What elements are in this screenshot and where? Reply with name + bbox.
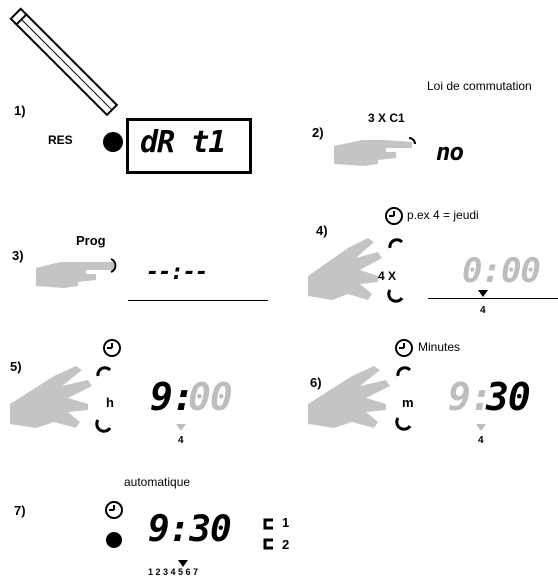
step-4-number: 4)	[316, 223, 328, 238]
step-5-number: 5)	[10, 359, 22, 374]
clock-icon	[105, 501, 123, 519]
hand-icon	[36, 262, 114, 288]
step-1-display	[126, 118, 252, 174]
step-4-button-label: 4 X	[378, 269, 397, 283]
button-icon	[395, 417, 412, 431]
step-3-display-text: --:--	[146, 260, 208, 285]
step-6-caption: Minutes	[418, 340, 461, 354]
hand-icon	[10, 366, 92, 428]
hand-icon	[308, 366, 390, 428]
step-4-underline	[428, 298, 558, 299]
channel-icons	[263, 518, 273, 550]
step-3-underline	[128, 300, 268, 301]
step-6-day-marker: 4	[478, 435, 484, 446]
step-1-number: 1)	[14, 103, 26, 118]
step-7-number: 7)	[14, 503, 26, 518]
step-5-button-label: h	[106, 395, 114, 410]
step-7-days: 1 2 3 4 5 6 7	[148, 567, 199, 577]
step-1-display-text: dR t1	[140, 125, 226, 160]
step-4-note: p.ex 4 = jeudi	[407, 208, 479, 222]
step-2-display-text: no	[436, 138, 464, 166]
step-6-display-hour: 9:	[448, 375, 493, 419]
status-dot-icon	[106, 532, 122, 548]
clock-icon	[103, 339, 121, 357]
button-icon	[408, 137, 416, 145]
step-5-day-marker: 4	[178, 435, 184, 446]
step-6-button-label: m	[402, 395, 414, 410]
button-icon	[396, 366, 412, 377]
step-4-day-arrow	[478, 290, 488, 297]
step-5-display-hour: 9:	[150, 375, 195, 419]
hand-icon	[308, 238, 382, 300]
button-icon	[388, 238, 404, 249]
step-3-number: 3)	[12, 248, 24, 263]
button-icon	[96, 366, 112, 377]
step-2-number: 2)	[312, 125, 324, 140]
step-4-day-marker: 4	[480, 305, 486, 316]
step-6-day-arrow	[476, 424, 486, 431]
step-3-button-label: Prog	[76, 233, 106, 248]
step-7-display-text: 9:30	[148, 509, 232, 550]
step-5-day-arrow	[176, 424, 186, 431]
step-7-channel-2: 2	[282, 537, 290, 552]
step-5-display-minutes: 00	[188, 375, 233, 419]
step-6-display-minutes: 30	[486, 375, 531, 419]
hand-icon	[334, 140, 412, 166]
step-7-day-arrow	[178, 560, 188, 567]
button-icon	[387, 289, 404, 303]
step-2-caption: Loi de commutation	[427, 79, 532, 93]
clock-icon	[385, 207, 403, 225]
res-label: RES	[48, 133, 73, 147]
step-7-channel-1: 1	[282, 515, 290, 530]
step-2-button-label: 3 X C1	[368, 111, 405, 125]
button-icon	[110, 258, 117, 273]
step-4-display-text: 0:00	[462, 251, 541, 291]
clock-icon	[395, 339, 413, 357]
step-6-number: 6)	[310, 375, 322, 390]
pencil-icon	[9, 7, 119, 117]
step-7-caption: automatique	[124, 475, 191, 489]
button-icon	[95, 419, 112, 433]
